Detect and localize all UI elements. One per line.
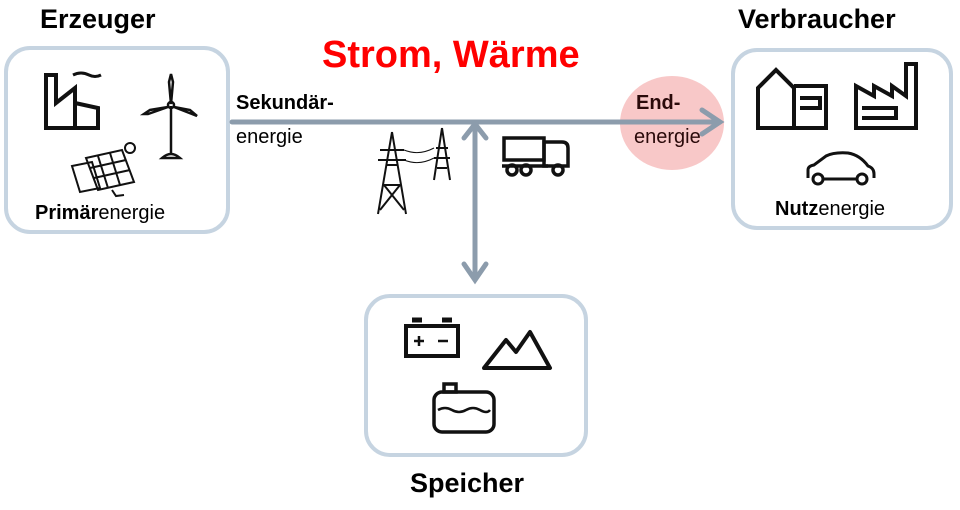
producer-heading: Erzeuger	[40, 4, 156, 34]
primary-energy-rest: energie	[98, 202, 166, 224]
power-plant-icon	[44, 71, 102, 130]
power-line-icon	[377, 127, 451, 215]
final-energy-line1: End-	[636, 92, 681, 114]
storage-heading: Speicher	[410, 468, 525, 498]
flow-arrows	[229, 107, 725, 285]
producer-box	[4, 46, 230, 234]
secondary-energy-line2: energie	[236, 126, 303, 148]
battery-icon	[404, 317, 460, 358]
house-icon	[756, 67, 828, 130]
primary-energy-bold: Primär	[35, 202, 99, 224]
car-icon	[806, 151, 876, 186]
mountain-icon	[482, 330, 552, 370]
primary-energy-label: Primärenergie	[35, 202, 165, 225]
solar-panel-icon	[70, 142, 136, 198]
tank-icon	[432, 382, 496, 434]
useful-energy-rest: energie	[818, 198, 886, 220]
factory-icon	[854, 62, 918, 130]
truck-icon	[502, 136, 570, 177]
diagram-title: Strom, Wärme	[322, 34, 580, 76]
useful-energy-label: Nutzenergie	[775, 198, 885, 221]
consumer-box	[731, 48, 953, 230]
useful-energy-bold: Nutz	[775, 198, 819, 220]
secondary-energy-line1: Sekundär-	[236, 92, 334, 114]
final-energy-line2: energie	[634, 126, 701, 148]
consumer-heading: Verbraucher	[738, 4, 896, 34]
wind-turbine-icon	[139, 73, 198, 160]
storage-box	[364, 294, 588, 457]
